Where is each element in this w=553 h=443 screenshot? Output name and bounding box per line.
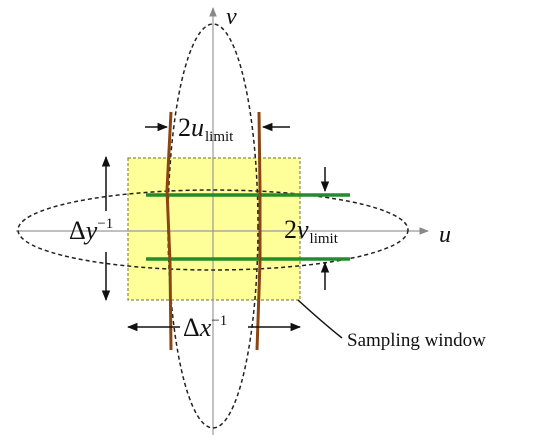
v-axis-label: v bbox=[226, 4, 237, 30]
dx-label: Δx−1 bbox=[183, 313, 227, 342]
sampling-window-pointer bbox=[297, 299, 343, 339]
horizontal-ellipse bbox=[17, 189, 409, 271]
v-limit-sub: limit bbox=[310, 231, 339, 247]
dx-exp: −1 bbox=[211, 313, 227, 329]
dy-label: Δy−1 bbox=[69, 216, 113, 245]
dx-var: x bbox=[199, 313, 212, 342]
dy-delta: Δ bbox=[69, 216, 86, 245]
v-limit-label: 2vlimit bbox=[284, 215, 339, 247]
u-limit-label: 2ulimit bbox=[178, 113, 234, 145]
u-limit-sub: limit bbox=[205, 129, 234, 145]
v-limit-coef: 2 bbox=[284, 215, 297, 244]
u-limit-line-left bbox=[165, 111, 173, 351]
dy-exp: −1 bbox=[97, 216, 113, 232]
u-limit-coef: 2 bbox=[178, 113, 191, 142]
sampling-window-label: Sampling window bbox=[347, 330, 486, 351]
u-limit-line-right bbox=[255, 111, 262, 351]
u-limit-var: u bbox=[191, 113, 204, 142]
v-limit-var: v bbox=[297, 215, 309, 244]
dy-var: y bbox=[83, 216, 98, 245]
sampling-window-rect bbox=[127, 157, 301, 301]
u-axis-label: u bbox=[439, 222, 451, 248]
dx-delta: Δ bbox=[183, 313, 200, 342]
